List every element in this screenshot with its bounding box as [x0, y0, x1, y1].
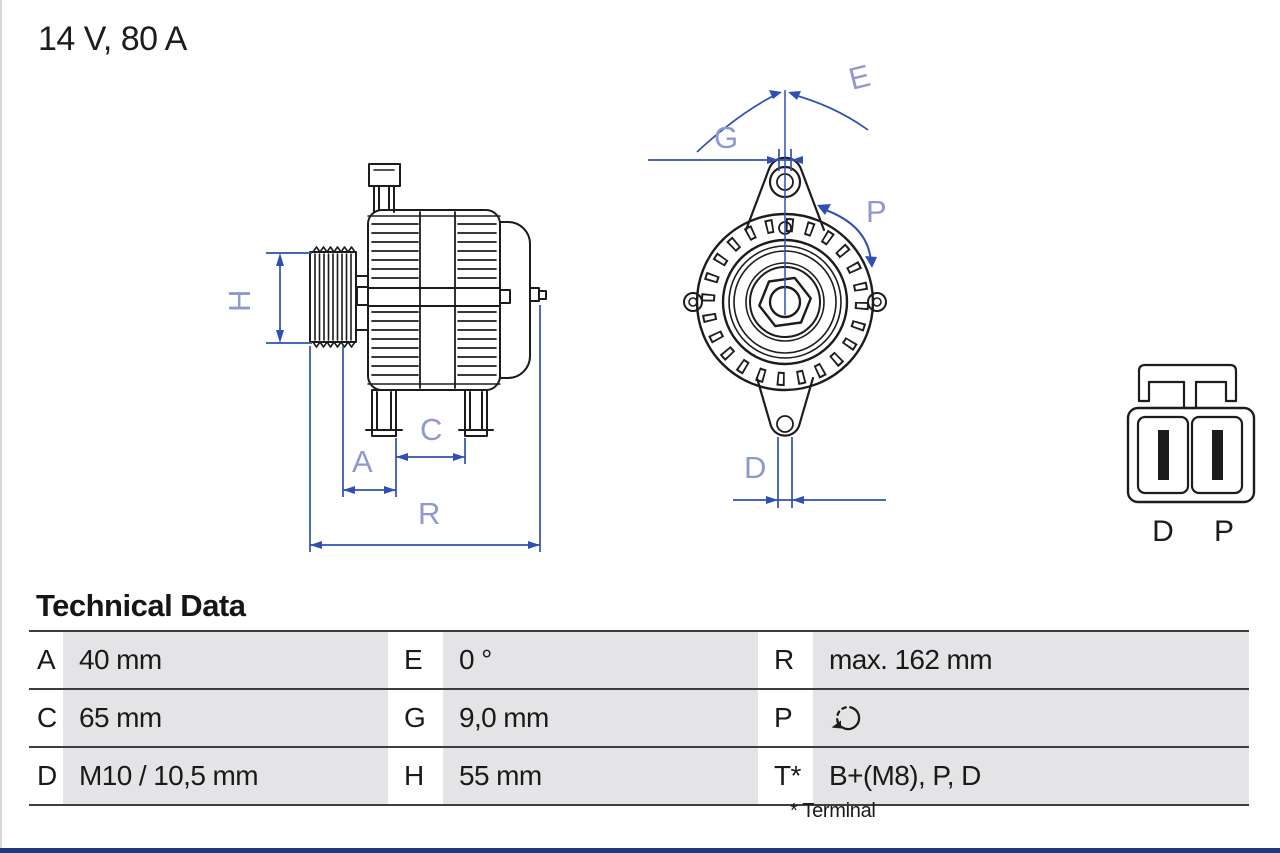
dim-label-H: H: [222, 290, 257, 312]
footer-bar: [0, 848, 1280, 853]
window-left-border: [0, 0, 2, 853]
terminal-pin-right: [1212, 430, 1223, 480]
terminal-footnote: * Terminal: [790, 800, 876, 822]
dim-label-P: P: [866, 194, 887, 229]
table-key: R: [758, 632, 813, 688]
dim-label-D: D: [744, 450, 766, 485]
table-value: max. 162 mm: [813, 632, 1249, 688]
dim-label-E: E: [845, 58, 874, 97]
table-value-rotation: [813, 690, 1249, 746]
table-row: A 40 mm E 0 ° R max. 162 mm: [29, 630, 1249, 688]
table-value: 9,0 mm: [443, 690, 758, 746]
table-value: B+(M8), P, D: [813, 748, 1249, 804]
table-key: G: [388, 690, 443, 746]
bottom-mounting-lugs: [365, 389, 494, 437]
table-key: A: [29, 632, 63, 688]
table-value: 55 mm: [443, 748, 758, 804]
side-view-dimensions: [266, 252, 541, 552]
table-key: T*: [758, 748, 813, 804]
rotation-direction-icon: [831, 705, 861, 731]
table-key: H: [388, 748, 443, 804]
technical-data-table: A 40 mm E 0 ° R max. 162 mm C 65 mm G 9,…: [29, 630, 1249, 806]
table-row: D M10 / 10,5 mm H 55 mm T* B+(M8), P, D: [29, 746, 1249, 804]
table-key: C: [29, 690, 63, 746]
table-value: M10 / 10,5 mm: [63, 748, 388, 804]
dim-label-G: G: [714, 120, 738, 155]
top-mounting-lug: [368, 163, 401, 213]
pulley: [309, 246, 369, 348]
page-title: 14 V, 80 A: [38, 20, 187, 58]
table-value: 65 mm: [63, 690, 388, 746]
table-key: P: [758, 690, 813, 746]
front-view-dimensions: [648, 90, 886, 508]
dim-label-C: C: [420, 412, 442, 447]
connector-label-p: P: [1214, 515, 1234, 548]
technical-data-heading: Technical Data: [36, 588, 246, 623]
side-view-drawing: [309, 163, 547, 437]
table-value: 40 mm: [63, 632, 388, 688]
table-value: 0 °: [443, 632, 758, 688]
alternator-technical-drawing: H A C R: [222, 58, 1256, 552]
connector-diagram: [1126, 363, 1256, 504]
table-key: D: [29, 748, 63, 804]
dim-label-A: A: [352, 444, 373, 479]
table-row: C 65 mm G 9,0 mm P: [29, 688, 1249, 746]
connector-label-d: D: [1152, 515, 1174, 548]
terminal-pin-left: [1158, 430, 1169, 480]
table-key: E: [388, 632, 443, 688]
housing: [356, 209, 511, 391]
rear-cover: [499, 221, 547, 379]
front-view-drawing: [683, 156, 887, 437]
dim-label-R: R: [418, 496, 440, 531]
